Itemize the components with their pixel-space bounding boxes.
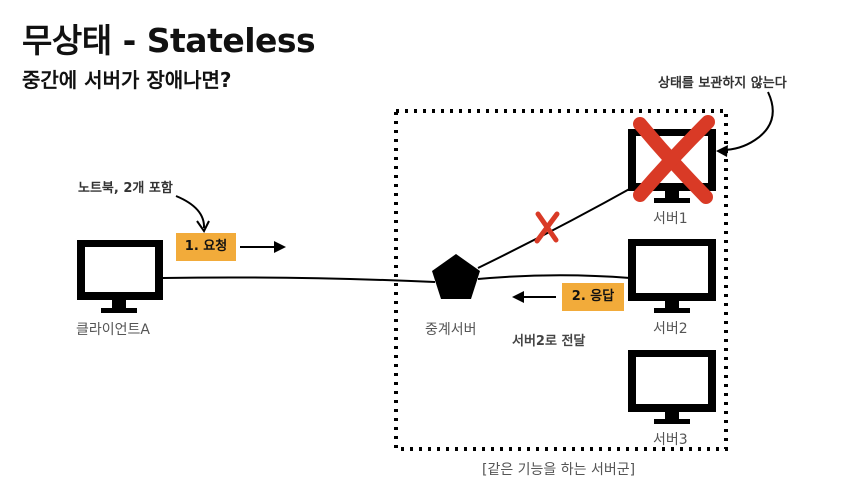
- request-arrowhead: [274, 241, 286, 253]
- client-monitor-icon: [77, 240, 163, 313]
- server2-monitor-icon: [628, 239, 716, 313]
- proxy-label: 중계서버: [425, 322, 477, 338]
- server1-failure-x-icon: [633, 115, 715, 204]
- proxy-pentagon-icon: [432, 254, 480, 299]
- server-group-border: [394, 109, 728, 451]
- response-badge: 2. 응답: [562, 283, 624, 311]
- server3-label: 서버3: [653, 432, 688, 448]
- client-label: 클라이언트A: [76, 322, 150, 338]
- server-group-label: [같은 기능을 하는 서버군]: [482, 462, 636, 478]
- server1-label: 서버1: [653, 211, 688, 227]
- page-subtitle: 중간에 서버가 장애나면?: [22, 68, 232, 92]
- connection-failure-x-icon: [534, 211, 560, 244]
- no-state-arrow: [721, 91, 774, 151]
- server3-monitor-icon: [628, 350, 716, 424]
- laptop-note-arrowhead: [196, 220, 210, 233]
- forward-label: 서버2로 전달: [512, 334, 586, 349]
- proxy-server1-line: [477, 181, 643, 269]
- no-state-arrowhead: [716, 145, 728, 157]
- response-arrowhead: [512, 291, 524, 303]
- page-title: 무상태 - Stateless: [22, 21, 316, 60]
- laptop-note-arrow: [175, 195, 206, 229]
- laptop-note: 노트북, 2개 포함: [78, 181, 173, 196]
- proxy-server2-line: [477, 274, 631, 280]
- client-proxy-line: [162, 276, 436, 283]
- server2-label: 서버2: [653, 321, 688, 337]
- no-state-note: 상태를 보관하지 않는다: [658, 76, 787, 91]
- request-badge: 1. 요청: [176, 233, 236, 261]
